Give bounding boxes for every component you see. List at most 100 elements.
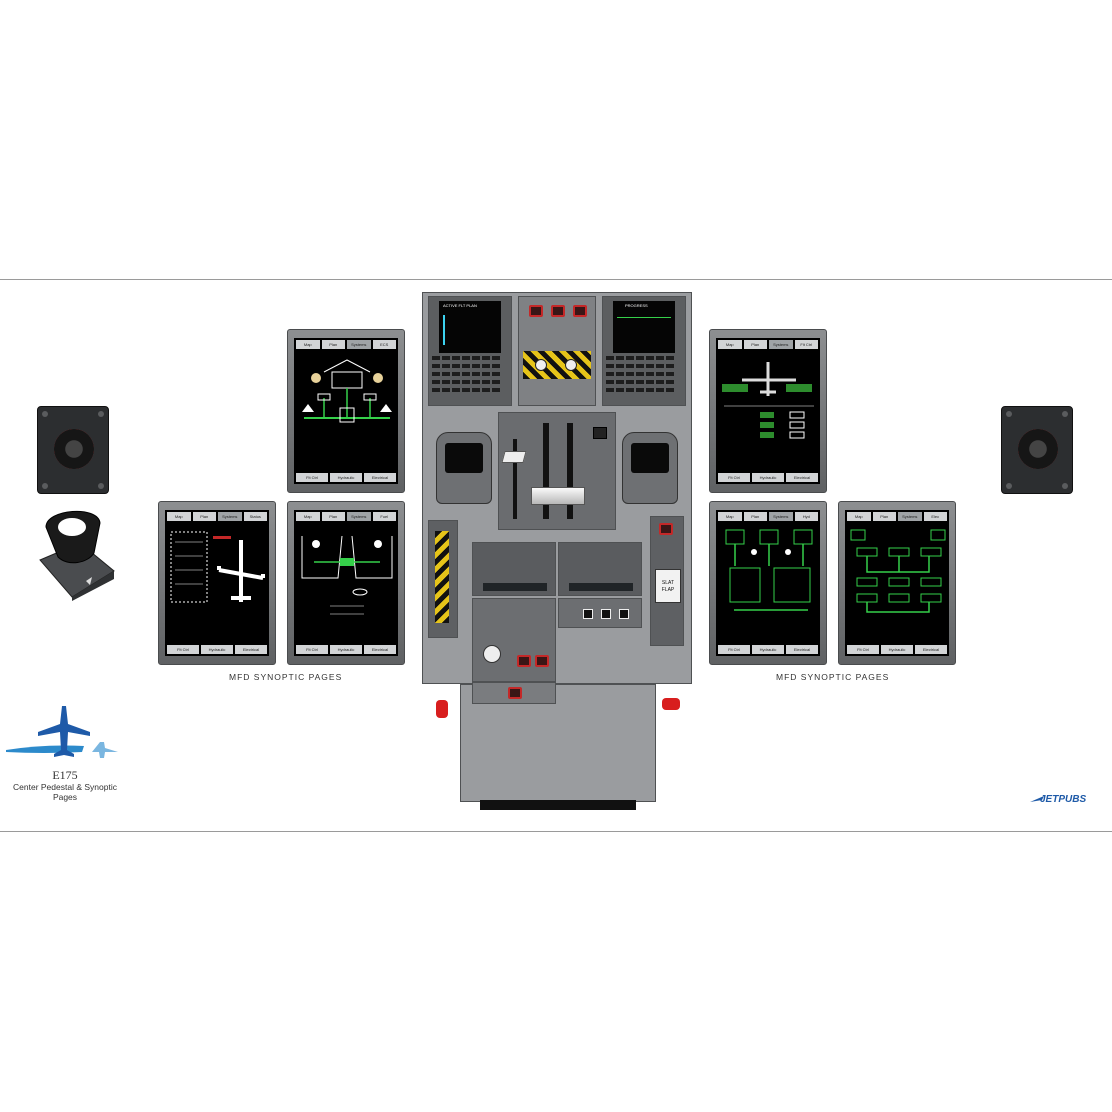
slat-flap-panel[interactable]: SLAT FLAP: [650, 516, 684, 646]
slat-flap-lever[interactable]: SLAT FLAP: [655, 569, 681, 603]
left-radio-panel[interactable]: [472, 542, 556, 596]
tiller-knob-icon[interactable]: [1018, 429, 1058, 469]
right-tiller-panel[interactable]: [1001, 406, 1073, 494]
right-radio-panel[interactable]: [558, 542, 642, 596]
tab-plan[interactable]: Plan: [743, 512, 767, 521]
center-pedestal: ACTIVE FLT PLAN PROGRESS: [422, 292, 692, 812]
mfd-fuel-page[interactable]: Map Plan Systems Fuel Flt Ctrl Hydraulic…: [287, 501, 405, 665]
footer-hydraulic[interactable]: Hydraulic: [330, 645, 362, 654]
footer-flt-ctrl[interactable]: Flt Ctrl: [847, 645, 879, 654]
footer-flt-ctrl[interactable]: Flt Ctrl: [718, 473, 750, 482]
tab-systems[interactable]: Systems: [218, 512, 242, 521]
status-synoptic-diagram: [170, 531, 265, 603]
guarded-switch[interactable]: [535, 655, 549, 667]
parking-brake-handle[interactable]: [508, 687, 522, 699]
right-cursor-control-device[interactable]: [622, 432, 678, 504]
footer-electrical[interactable]: Electrical: [786, 473, 818, 482]
speed-brake-lever[interactable]: [501, 451, 527, 463]
mfd-flight-control-page[interactable]: Map Plan Systems Flt Ctrl Flt Ctrl Hydra…: [709, 329, 827, 493]
bottom-border-line: [0, 831, 1112, 832]
tab-plan[interactable]: Plan: [872, 512, 896, 521]
right-mcdu-screen: PROGRESS: [613, 301, 675, 353]
tab-systems[interactable]: Systems: [347, 512, 371, 521]
footer-electrical[interactable]: Electrical: [364, 645, 396, 654]
tab-status[interactable]: Status: [243, 512, 267, 521]
right-synoptic-caption: MFD SYNOPTIC PAGES: [776, 672, 890, 682]
tab-systems[interactable]: Systems: [898, 512, 922, 521]
tab-map[interactable]: Map: [296, 340, 320, 349]
tab-systems[interactable]: Systems: [769, 512, 793, 521]
footer-electrical[interactable]: Electrical: [235, 645, 267, 654]
footer-flt-ctrl[interactable]: Flt Ctrl: [296, 473, 328, 482]
footer-hydraulic[interactable]: Hydraulic: [201, 645, 233, 654]
mfd-electrical-page[interactable]: Map Plan Systems Elec F: [838, 501, 956, 665]
tab-fuel[interactable]: Fuel: [372, 512, 396, 521]
tab-systems[interactable]: Systems: [347, 340, 371, 349]
footer-electrical[interactable]: Electrical: [786, 645, 818, 654]
right-emergency-handle[interactable]: [662, 698, 680, 710]
parking-brake-panel[interactable]: [472, 682, 556, 704]
left-cursor-control-device[interactable]: [436, 432, 492, 504]
fire-guard-button[interactable]: [551, 305, 565, 317]
steering-handle-icon: [39, 510, 115, 601]
tab-systems[interactable]: Systems: [769, 340, 793, 349]
tiller-knob-icon[interactable]: [54, 429, 94, 469]
footer-flt-ctrl[interactable]: Flt Ctrl: [718, 645, 750, 654]
thrust-levers[interactable]: [531, 487, 585, 505]
mfd-ecs-page[interactable]: Map Plan Systems ECS Flt Ctrl Hyd: [287, 329, 405, 493]
right-mcdu-keypad[interactable]: [604, 354, 684, 404]
footer-electrical[interactable]: Electrical: [915, 645, 947, 654]
tab-map[interactable]: Map: [296, 512, 320, 521]
reverser-button[interactable]: [593, 427, 607, 439]
tab-ecs[interactable]: ECS: [372, 340, 396, 349]
jetpubs-swoosh-icon: [1030, 796, 1044, 802]
footer-flt-ctrl[interactable]: Flt Ctrl: [167, 645, 199, 654]
right-mcdu[interactable]: PROGRESS: [602, 296, 686, 406]
poster-title: E175: [52, 768, 78, 782]
tab-plan[interactable]: Plan: [743, 340, 767, 349]
fuel-synoptic-diagram: [301, 535, 393, 615]
hydraulic-synoptic-diagram: [725, 529, 813, 611]
tab-plan[interactable]: Plan: [321, 512, 345, 521]
airplane-logo-icon: [6, 706, 118, 758]
tab-map[interactable]: Map: [718, 512, 742, 521]
right-mcdu-title: PROGRESS: [625, 303, 648, 308]
guarded-switch[interactable]: [659, 523, 673, 535]
fire-guard-button[interactable]: [573, 305, 587, 317]
fire-guard-button[interactable]: [529, 305, 543, 317]
footer-electrical[interactable]: Electrical: [364, 473, 396, 482]
footer-flt-ctrl[interactable]: Flt Ctrl: [296, 645, 328, 654]
mfd-hydraulic-page[interactable]: Map Plan Systems Hyd Flt Ctrl Hydraulic …: [709, 501, 827, 665]
selector-knob-icon[interactable]: [483, 645, 501, 663]
tab-elec[interactable]: Elec: [923, 512, 947, 521]
rotary-knob-icon[interactable]: [565, 359, 577, 371]
tab-flt-ctrl[interactable]: Flt Ctrl: [794, 340, 818, 349]
footer-hydraulic[interactable]: Hydraulic: [752, 645, 784, 654]
footer-hydraulic[interactable]: Hydraulic: [881, 645, 913, 654]
throttle-quadrant: [498, 412, 616, 530]
mfd-status-page[interactable]: Map Plan Systems Status Flt Ctrl Hydraul…: [158, 501, 276, 665]
tab-map[interactable]: Map: [847, 512, 871, 521]
tab-plan[interactable]: Plan: [321, 340, 345, 349]
lower-left-control-panel[interactable]: [472, 598, 556, 682]
tab-plan[interactable]: Plan: [192, 512, 216, 521]
guarded-switch[interactable]: [517, 655, 531, 667]
lower-right-control-panel[interactable]: [558, 598, 642, 628]
trim-panel[interactable]: [428, 520, 458, 638]
left-mcdu[interactable]: ACTIVE FLT PLAN: [428, 296, 512, 406]
left-emergency-handle[interactable]: [436, 700, 448, 718]
footer-hydraulic[interactable]: Hydraulic: [330, 473, 362, 482]
ecs-synoptic-diagram: [302, 359, 392, 423]
left-tiller-panel[interactable]: [37, 406, 109, 494]
brand-logo: JETPUBS: [1030, 792, 1110, 820]
brand-wordmark: JETPUBS: [1040, 794, 1087, 805]
trim-hazard-strip: [435, 531, 449, 623]
rotary-knob-icon[interactable]: [535, 359, 547, 371]
footer-hydraulic[interactable]: Hydraulic: [752, 473, 784, 482]
tab-map[interactable]: Map: [167, 512, 191, 521]
top-border-line: [0, 279, 1112, 280]
tab-hyd[interactable]: Hyd: [794, 512, 818, 521]
left-mcdu-keypad[interactable]: [430, 354, 510, 404]
tab-map[interactable]: Map: [718, 340, 742, 349]
